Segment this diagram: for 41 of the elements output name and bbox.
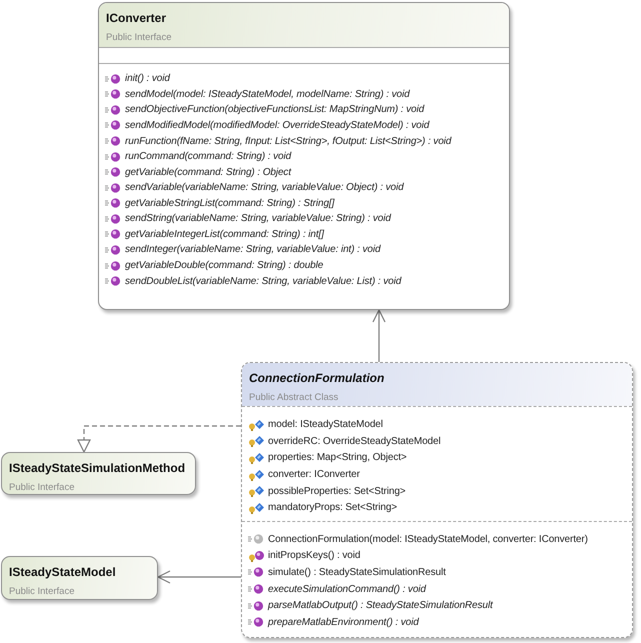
method-signature: executeSimulationCommand() : void	[268, 582, 426, 596]
method-signature: simulate() : SteadyStateSimulationResult	[268, 566, 446, 579]
arrow	[157, 570, 241, 584]
interface-box	[1, 556, 158, 600]
method-signature: runCommand(command: String) : void	[125, 150, 292, 164]
dashed-arrow	[77, 425, 241, 453]
stereotype-label: Public Interface	[9, 586, 74, 598]
attribute-text: converter: IConverter	[268, 468, 360, 482]
arrow	[372, 309, 386, 362]
method-signature: sendDoubleList(variableName: String, variableValue: List) : void	[125, 274, 402, 288]
method-signature: getVariable(command: String) : Object	[125, 166, 292, 179]
class-name: ISteadyStateModel	[9, 565, 116, 579]
method-signature: ConnectionFormulation(model: ISteadyStateModel, converter: IConverter)	[268, 532, 588, 546]
class-name: IConverter	[106, 11, 166, 25]
class-name: ConnectionFormulation	[249, 371, 384, 385]
method-signature: init() : void	[125, 72, 170, 86]
abstract-class-box	[241, 362, 633, 638]
attribute-text: mandatoryProps: Set<String>	[268, 501, 398, 514]
method-signature: initPropsKeys() : void	[268, 549, 360, 562]
attribute-text: model: ISteadyStateModel	[268, 418, 383, 432]
method-signature: sendString(variableName: String, variableValue: String) : void	[125, 212, 391, 226]
method-signature: runFunction(fName: String, fInput: List<String>, fOutput: List<String>) : void	[125, 134, 452, 148]
class-name: ISteadyStateSimulationMethod	[9, 461, 186, 475]
method-signature: sendInteger(variableName: String, variableValue: int) : void	[125, 243, 380, 256]
method-signature: sendModel(model: ISteadyStateModel, modelName: String) : void	[125, 88, 410, 101]
method-signature: sendVariable(variableName: String, variableValue: Object) : void	[125, 181, 404, 194]
attribute-text: overrideRC: OverrideSteadyStateModel	[268, 434, 441, 448]
stereotype-label: Public Interface	[106, 32, 172, 44]
interface-box	[1, 452, 196, 495]
stereotype-label: Public Interface	[9, 482, 74, 494]
method-signature: parseMatlabOutput() : SteadyStateSimulationResult	[268, 599, 493, 612]
interface-box	[98, 2, 510, 310]
method-signature: prepareMatlabEnvironment() : void	[268, 616, 419, 629]
method-signature: getVariableStringList(command: String) : String[]	[125, 196, 334, 210]
attribute-text: possibleProperties: Set<String>	[268, 484, 406, 498]
stereotype-label: Public Abstract Class	[249, 392, 338, 404]
attribute-text: properties: Map<String, Object>	[268, 451, 407, 464]
method-signature: sendModifiedModel(modifiedModel: OverrideSteadyStateModel) : void	[125, 118, 430, 132]
method-signature: sendObjectiveFunction(objectiveFunctionsList: MapStringNum) : void	[125, 103, 424, 116]
method-signature: getVariableDouble(command: String) : double	[125, 259, 324, 272]
method-signature: getVariableIntegerList(command: String) : int[]	[125, 228, 324, 241]
